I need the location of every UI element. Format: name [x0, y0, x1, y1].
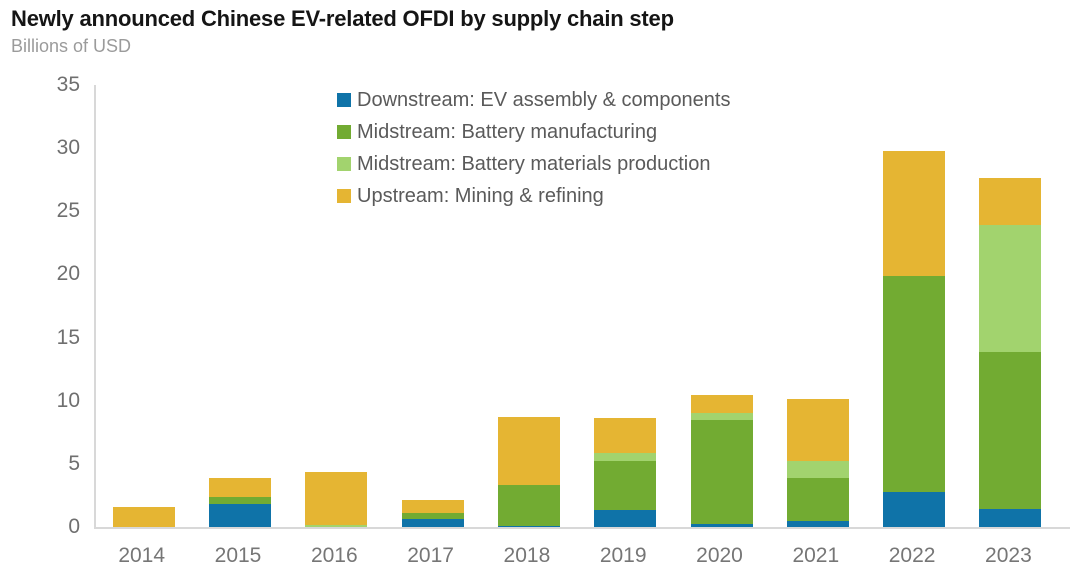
- x-axis-tick-label: 2016: [310, 544, 358, 567]
- x-axis-tick-label: 2014: [118, 544, 166, 567]
- bar-group-2017: [401, 499, 464, 527]
- bar-group-2020: [690, 395, 753, 527]
- bar-segment-upstream_yellow-2018: [497, 417, 560, 486]
- y-axis-tick-label: 35: [56, 73, 80, 96]
- legend-item: Midstream: Battery manufacturing: [337, 116, 731, 148]
- bar-segment-midstream_green-2020: [690, 419, 753, 525]
- x-axis-tick-label: 2017: [407, 544, 454, 567]
- bar-segment-upstream_yellow-2016: [305, 472, 368, 526]
- x-axis-tick-label: 2018: [503, 544, 551, 567]
- legend-label: Downstream: EV assembly & components: [357, 88, 731, 111]
- legend-swatch-icon: [337, 157, 351, 171]
- x-axis-tick-label: 2019: [599, 544, 647, 567]
- bar-segment-downstream_blue-2023: [979, 509, 1042, 527]
- x-axis-tick-label: 2023: [985, 544, 1032, 567]
- bar-segment-midstream_green-2021: [786, 478, 849, 521]
- bar-segment-midstream_green-2022: [883, 275, 946, 492]
- plot-area: [94, 85, 1070, 529]
- bar-segment-downstream_blue-2021: [786, 520, 849, 527]
- y-axis-tick-label: 0: [68, 515, 80, 538]
- bar-segment-upstream_yellow-2021: [786, 399, 849, 462]
- bar-segment-midstream_green-2015: [209, 496, 271, 505]
- bar-segment-midstream_light_green-2016: [305, 525, 368, 527]
- bar-group-2016: [305, 472, 368, 527]
- bar-group-2019: [594, 417, 657, 527]
- bar-segment-upstream_yellow-2020: [690, 395, 753, 414]
- chart-title: Newly announced Chinese EV-related OFDI …: [11, 6, 674, 31]
- legend-swatch-icon: [337, 125, 351, 139]
- bar-segment-downstream_blue-2015: [209, 504, 271, 527]
- legend-swatch-icon: [337, 189, 351, 203]
- bar-segment-midstream_light_green-2019: [594, 452, 657, 462]
- legend-item: Upstream: Mining & refining: [337, 180, 731, 212]
- bar-group-2018: [497, 417, 560, 527]
- bar-group-2014: [112, 507, 175, 527]
- y-axis-tick-label: 25: [56, 199, 80, 223]
- bar-segment-downstream_blue-2019: [594, 509, 657, 527]
- bar-segment-midstream_green-2023: [979, 352, 1042, 510]
- legend-item: Downstream: EV assembly & components: [337, 84, 731, 116]
- bar-group-2021: [786, 399, 849, 527]
- y-axis-tick-label: 30: [56, 136, 80, 160]
- bar-segment-upstream_yellow-2017: [401, 499, 464, 514]
- bar-segment-downstream_blue-2022: [883, 491, 946, 527]
- y-axis-tick-label: 5: [68, 451, 80, 475]
- y-axis-tick-label: 15: [56, 325, 80, 349]
- bar-segment-upstream_yellow-2014: [112, 507, 175, 527]
- legend-item: Midstream: Battery materials production: [337, 148, 731, 180]
- bar-segment-upstream_yellow-2022: [883, 150, 946, 276]
- bar-group-2015: [209, 477, 271, 527]
- x-axis-tick-label: 2020: [696, 544, 743, 567]
- bar-group-2022: [883, 150, 946, 527]
- bar-segment-upstream_yellow-2015: [209, 477, 271, 497]
- bar-segment-midstream_light_green-2021: [786, 461, 849, 479]
- y-axis-tick-label: 10: [56, 388, 80, 412]
- bar-segment-downstream_blue-2017: [401, 519, 464, 527]
- bar-segment-midstream_light_green-2020: [690, 413, 753, 420]
- bar-segment-midstream_light_green-2023: [979, 225, 1042, 353]
- bar-segment-downstream_blue-2018: [497, 525, 560, 527]
- legend-label: Upstream: Mining & refining: [357, 184, 604, 207]
- bar-segment-midstream_green-2018: [497, 485, 560, 526]
- x-axis-tick-label: 2015: [214, 544, 262, 567]
- legend-label: Midstream: Battery materials production: [357, 152, 711, 175]
- y-axis-tick-label: 20: [56, 262, 80, 286]
- bar-segment-midstream_green-2017: [401, 513, 464, 520]
- legend-label: Midstream: Battery manufacturing: [357, 120, 658, 143]
- chart-subtitle: Billions of USD: [11, 36, 132, 56]
- bar-group-2023: [979, 177, 1042, 527]
- bar-segment-upstream_yellow-2019: [594, 417, 657, 453]
- bar-segment-downstream_blue-2020: [690, 524, 753, 527]
- x-axis-tick-label: 2022: [888, 544, 936, 567]
- legend-swatch-icon: [337, 93, 351, 107]
- x-axis-tick-label: 2021: [792, 544, 840, 567]
- bar-segment-upstream_yellow-2023: [979, 177, 1042, 226]
- bar-segment-midstream_green-2019: [594, 461, 657, 510]
